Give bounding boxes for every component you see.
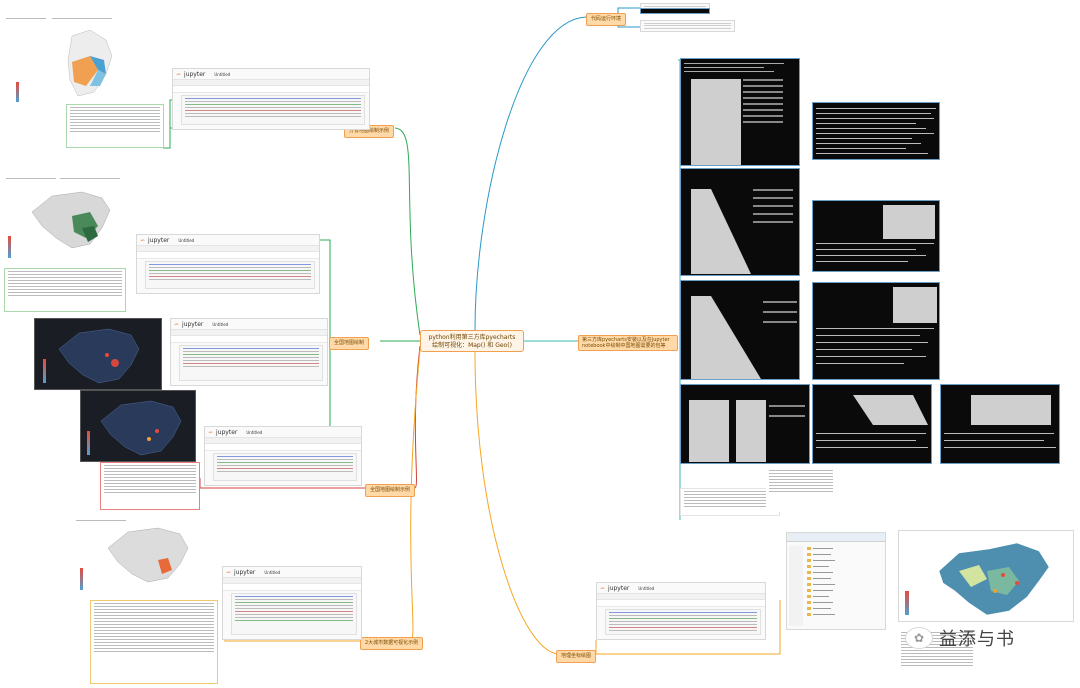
- geo-map-screenshot: [898, 530, 1074, 622]
- jupyter-logo-icon: ∽: [174, 320, 180, 328]
- terminal-text-3: [816, 287, 937, 364]
- env-screenshot-2: [640, 20, 735, 32]
- branch-national-map[interactable]: 全国地图绘制: [329, 337, 370, 350]
- root-node[interactable]: python利用第三方库pyecharts绘制可视化：Map() 和 Geo(): [420, 330, 524, 352]
- watermark-text: 益添与书: [939, 629, 1015, 650]
- file-explorer-screenshot: [786, 532, 886, 630]
- terminal-output-4: [689, 400, 805, 462]
- file-list: [789, 546, 835, 626]
- province-map: [6, 18, 113, 102]
- branch-environment[interactable]: 代码运行环境: [586, 13, 627, 26]
- terminal-install-3: [680, 280, 800, 380]
- province-code-notes: [66, 104, 164, 148]
- terminal-output-2: [691, 189, 793, 274]
- jupyter-logo-icon: ∽: [208, 428, 214, 436]
- city-map-screenshot: [72, 518, 212, 598]
- geo-china-map: [905, 542, 1050, 616]
- branch-national-example[interactable]: 全国地图绘制示例: [365, 484, 416, 497]
- branch-geo-plot[interactable]: 地理坐标绘图: [556, 650, 597, 663]
- terminal-success-1: [812, 102, 940, 160]
- root-title: python利用第三方库pyecharts绘制可视化：Map() 和 Geo(): [428, 334, 516, 349]
- terminal-output-1: [684, 63, 784, 165]
- terminal-text-5: [944, 395, 1056, 448]
- terminal-output-3: [691, 296, 797, 379]
- dark-china-map-1: [43, 328, 140, 384]
- province-map-screenshot: [2, 16, 160, 106]
- national-map-screenshot: [2, 176, 130, 264]
- national-example-notes: [100, 462, 200, 510]
- terminal-text-1: [816, 108, 936, 154]
- jupyter-logo-icon: ∽: [600, 584, 606, 592]
- env-terminal-1: [640, 8, 710, 14]
- jupyter-logo-icon: ∽: [176, 70, 182, 78]
- terminal-install-1: [680, 58, 800, 166]
- terminal-success-5: [940, 384, 1060, 464]
- terminal-text-2: [816, 205, 935, 262]
- city-china-map: [76, 520, 189, 590]
- terminal-success-2: [812, 200, 940, 272]
- terminal-text-4: [816, 395, 928, 448]
- national-dark-map-1: [34, 318, 162, 390]
- dark-china-map-2: [87, 400, 182, 456]
- city-code-notes: [90, 600, 218, 684]
- jupyter-logo-icon: ∽: [226, 568, 232, 576]
- terminal-install-4: [680, 384, 810, 464]
- install-notes-1: [680, 488, 780, 516]
- watermark: ✿ 益添与书: [905, 625, 1015, 651]
- terminal-success-4: [812, 384, 932, 464]
- national-map: [6, 178, 120, 258]
- branch-city-data[interactable]: 2大城市数据可视化示例: [360, 637, 424, 650]
- national-code-notes: [4, 268, 126, 312]
- jupyter-logo-icon: ∽: [140, 236, 146, 244]
- national-dark-map-2: [80, 390, 196, 462]
- wechat-icon: ✿: [905, 627, 933, 649]
- install-notes-2: [766, 468, 836, 512]
- terminal-success-3: [812, 282, 940, 380]
- terminal-install-2: [680, 168, 800, 276]
- branch-install[interactable]: 第三方库pyecharts安装以及在jupyter notebook中绘制中国地…: [578, 335, 678, 351]
